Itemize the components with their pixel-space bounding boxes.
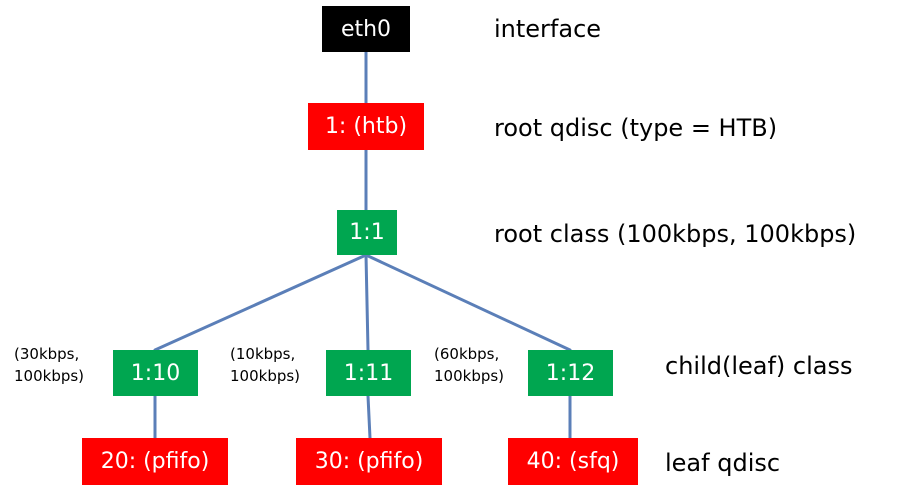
interface-node-label: eth0 (340, 16, 392, 42)
root-qdisc-node-label: 1: (htb) (324, 114, 408, 139)
leaf-qdisc-node-40-label: 40: (sfq) (526, 449, 620, 474)
rate-annotation-child-12: (60kbps, 100kbps) (434, 343, 504, 387)
root-qdisc-node: 1: (htb) (308, 103, 424, 150)
leaf-qdisc-node-20: 20: (pfifo) (82, 438, 228, 485)
rate-line: 100kbps) (14, 367, 85, 385)
child-class-node-11: 1:11 (326, 350, 411, 396)
interface-node-eth0: eth0 (322, 6, 410, 52)
rate-line: 100kbps) (434, 367, 505, 385)
root-class-node: 1:1 (337, 210, 397, 255)
rate-line: 100kbps) (230, 367, 301, 385)
leaf-qdisc-node-20-label: 20: (pfifo) (100, 449, 210, 474)
level-label-root-qdisc: root qdisc (type = HTB) (494, 114, 778, 142)
child-class-node-10-label: 1:10 (130, 360, 181, 386)
rate-annotation-child-11: (10kbps, 100kbps) (230, 343, 300, 387)
level-label-leaf-qdisc: leaf qdisc (665, 449, 781, 477)
rate-line: (30kbps, (14, 345, 80, 363)
edge-root-class-child-12 (364, 253, 572, 352)
child-class-node-12-label: 1:12 (545, 360, 596, 386)
root-class-node-label: 1:1 (349, 220, 385, 245)
child-class-node-10: 1:10 (113, 350, 198, 396)
level-label-root-class: root class (100kbps, 100kbps) (494, 220, 857, 248)
level-label-interface: interface (494, 15, 602, 43)
leaf-qdisc-node-40: 40: (sfq) (508, 438, 638, 485)
child-class-node-12: 1:12 (528, 350, 613, 396)
rate-annotation-child-10: (30kbps, 100kbps) (14, 343, 84, 387)
level-label-child-class: child(leaf) class (665, 352, 853, 380)
leaf-qdisc-node-30: 30: (pfifo) (296, 438, 442, 485)
rate-line: (60kbps, (434, 345, 500, 363)
edge-root-class-child-11 (364, 253, 370, 352)
rate-line: (10kbps, (230, 345, 296, 363)
edge-child-11-leaf-30 (366, 394, 372, 440)
leaf-qdisc-node-30-label: 30: (pfifo) (314, 449, 424, 474)
child-class-node-11-label: 1:11 (343, 360, 394, 386)
edge-root-class-child-10 (153, 253, 368, 352)
